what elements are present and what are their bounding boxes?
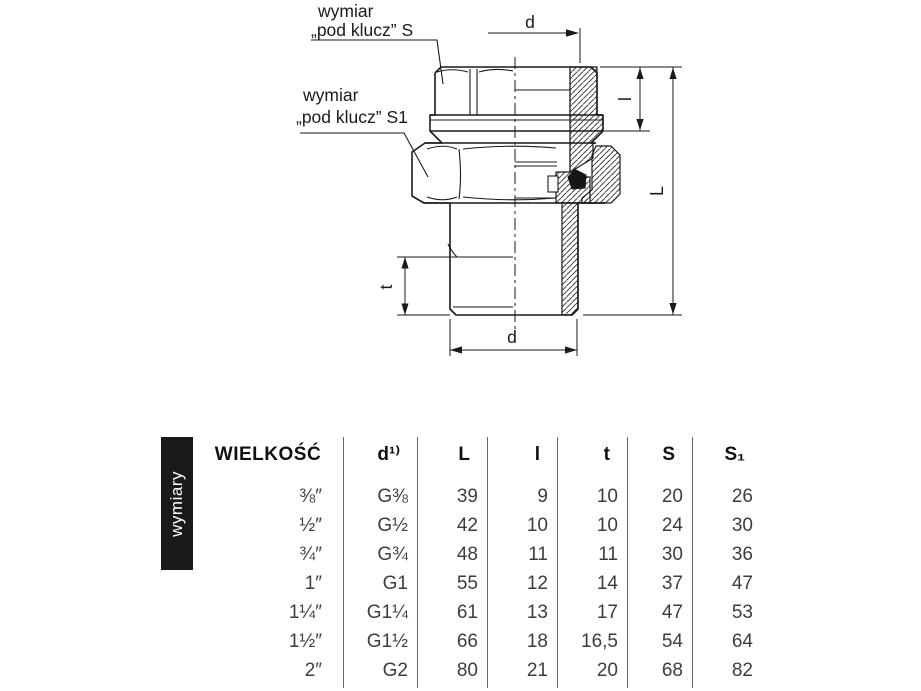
table-cell: ¾″ (299, 544, 322, 565)
column-separator (627, 437, 628, 688)
section-hatching (555, 66, 621, 316)
table-cell: 55 (456, 573, 478, 594)
table-cell: 64 (731, 631, 753, 652)
fitting-outline (411, 66, 605, 316)
facet-lines (426, 68, 603, 201)
table-cell: 16,5 (581, 631, 618, 652)
table-cell: 10 (526, 515, 548, 536)
table-cell: 17 (596, 602, 618, 623)
table-cell: 37 (661, 573, 683, 594)
wymiary-tab: wymiary (161, 437, 193, 570)
table-cell: ⅜″ (299, 486, 322, 507)
table-cell: G1¼ (366, 602, 408, 623)
header-L: L (458, 444, 470, 465)
table-cell: 47 (661, 602, 683, 623)
header-wielkosc: WIELKOŚĆ (214, 444, 322, 465)
table-cell: G⅜ (377, 486, 408, 507)
table-cell: 12 (526, 573, 548, 594)
column-separator (343, 437, 344, 688)
dim-label-l-big: L (647, 186, 667, 196)
dim-label-d-top: d (525, 12, 535, 32)
table-cell: 42 (456, 515, 478, 536)
leader-s-text-2: „pod klucz” S (311, 20, 413, 40)
leader-s1 (300, 132, 429, 178)
table-cell: 21 (526, 660, 548, 681)
table-cell: G½ (377, 515, 408, 536)
table-cell: G¾ (377, 544, 408, 565)
table-cell: ½″ (299, 515, 322, 536)
leader-s1-text-2: „pod klucz” S1 (296, 107, 408, 127)
table-cell: 11 (528, 544, 548, 565)
table-cell: 14 (596, 573, 618, 594)
table-cell: 10 (596, 486, 618, 507)
dim-label-t: t (376, 284, 396, 289)
dimension-l-small (600, 66, 682, 132)
table-cell: 47 (731, 573, 753, 594)
table-cell: 20 (661, 486, 683, 507)
dim-label-d-bottom: d (507, 327, 517, 347)
table-cell: 11 (598, 544, 618, 565)
header-S: S (662, 444, 675, 465)
header-d: d¹⁾ (377, 444, 400, 465)
table-cell: 30 (661, 544, 683, 565)
table-cell: 36 (731, 544, 753, 565)
table-cell: 1½″ (288, 631, 322, 652)
dimension-l-big (583, 67, 682, 316)
table-cell: 54 (661, 631, 683, 652)
table-cell: 10 (596, 515, 618, 536)
header-l: l (534, 444, 540, 465)
table-cell: 61 (456, 602, 478, 623)
table-cell: 13 (526, 602, 548, 623)
table-cell: G1½ (366, 631, 408, 652)
column-separator (417, 437, 418, 688)
union-fitting-drawing: d l L t (296, 1, 682, 356)
bore-lines (447, 67, 571, 308)
column-separator (487, 437, 488, 688)
dimension-t (397, 256, 513, 316)
table-cell: 66 (456, 631, 478, 652)
column-separator (557, 437, 558, 688)
dimension-d-bottom (449, 319, 578, 356)
table-cell: 9 (537, 486, 548, 507)
table-cell: 20 (596, 660, 618, 681)
header-t: t (603, 444, 610, 465)
table-cell: 39 (456, 486, 478, 507)
table-cell: 82 (731, 660, 753, 681)
column-separator (692, 437, 693, 688)
table-cell: 18 (526, 631, 548, 652)
table-cell: 48 (456, 544, 478, 565)
dim-label-l-small: l (615, 97, 635, 101)
header-S1: S₁ (724, 444, 745, 465)
table-cell: 24 (661, 515, 683, 536)
table-cell: G1 (382, 573, 408, 594)
table-cell: 53 (731, 602, 753, 623)
table-cell: 68 (661, 660, 683, 681)
table-cell: 1″ (304, 573, 322, 594)
table-cell: 30 (731, 515, 753, 536)
wymiary-tab-label: wymiary (167, 470, 186, 537)
table-cell: G2 (382, 660, 408, 681)
dimensions-table: WIELKOŚĆ d¹⁾ L l t S S₁ ⅜″ G⅜ 39 9 10 20… (193, 437, 762, 685)
table-cell: 26 (731, 486, 753, 507)
dimension-d-top (488, 28, 581, 63)
leader-s (311, 39, 444, 85)
table-cell: 1¼″ (288, 602, 322, 623)
leader-s-text-1: wymiar (317, 1, 374, 21)
table-cell: 2″ (304, 660, 322, 681)
gasket (567, 168, 587, 190)
leader-s1-text-1: wymiar (302, 85, 359, 105)
table-cell: 80 (456, 660, 478, 681)
